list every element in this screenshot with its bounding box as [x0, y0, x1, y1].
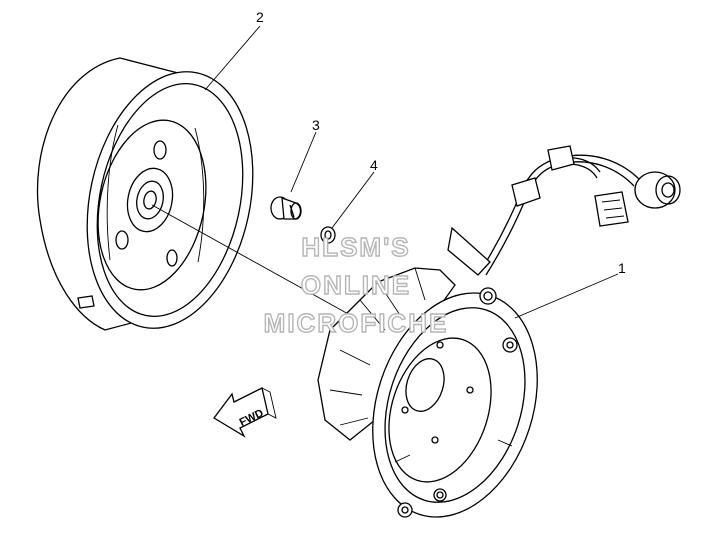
watermark: HLSM'S ONLINE MICROFICHE: [263, 231, 449, 338]
stator-assembly: [317, 226, 538, 518]
callout-4: 4: [370, 157, 378, 173]
watermark-line-1: HLSM'S: [301, 232, 410, 262]
watermark-line-2: ONLINE: [301, 270, 411, 300]
rotor-flywheel: [36, 57, 254, 331]
callout-2: 2: [256, 9, 264, 25]
bolt: [270, 196, 302, 220]
callout-1: 1: [618, 260, 626, 276]
washer: [320, 226, 336, 244]
callout-leaders: [204, 25, 619, 319]
wiring-harness: [479, 145, 681, 276]
callout-3: 3: [312, 117, 320, 133]
fwd-direction-arrow: FWD: [213, 387, 277, 438]
watermark-line-3: MICROFICHE: [264, 308, 449, 338]
